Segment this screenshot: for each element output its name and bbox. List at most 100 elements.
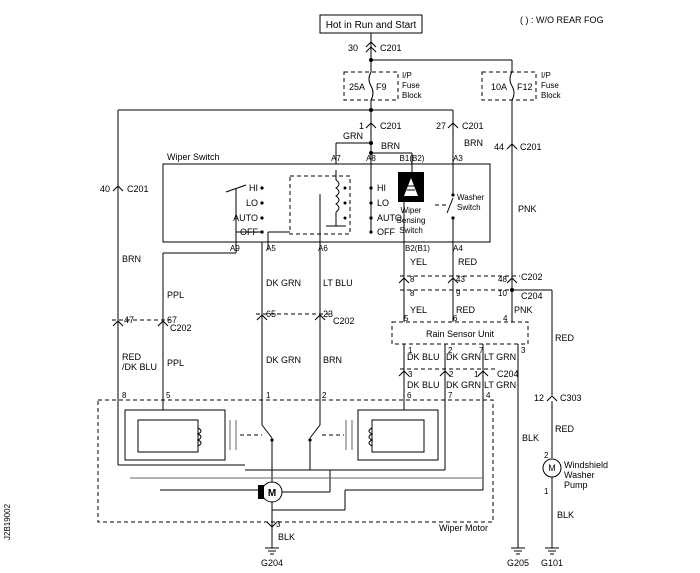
- svg-text:1: 1: [544, 487, 549, 496]
- svg-text:65: 65: [266, 309, 276, 319]
- svg-text:BLK: BLK: [522, 433, 539, 443]
- svg-text:44: 44: [494, 142, 504, 152]
- svg-text:A4: A4: [453, 244, 463, 253]
- svg-text:AUTO: AUTO: [233, 213, 258, 223]
- fuse-block-f12: [481, 71, 537, 101]
- svg-text:1: 1: [359, 121, 364, 131]
- svg-text:6: 6: [453, 314, 458, 323]
- svg-text:A8: A8: [366, 154, 376, 163]
- svg-text:RED: RED: [122, 352, 142, 362]
- svg-text:5: 5: [166, 391, 171, 400]
- svg-text:YEL: YEL: [410, 257, 427, 267]
- svg-text:2: 2: [449, 370, 454, 379]
- wire-brn-left: BRN: [122, 254, 141, 264]
- c201-30-name: C201: [380, 43, 402, 53]
- svg-text:I/P: I/P: [541, 71, 551, 80]
- svg-text:8: 8: [122, 391, 127, 400]
- svg-text:C204: C204: [521, 291, 543, 301]
- fuse-f12-name: F12: [517, 82, 533, 92]
- svg-text:OFF: OFF: [377, 227, 395, 237]
- c201-30-pin: 30: [348, 43, 358, 53]
- svg-text:HI: HI: [377, 183, 386, 193]
- wiper-switch-box: [162, 163, 491, 243]
- svg-text:3: 3: [521, 346, 526, 355]
- fuse-f9-icon: [368, 71, 374, 101]
- svg-text:BLK: BLK: [278, 532, 295, 542]
- wire-brn-a3: BRN: [464, 138, 483, 148]
- svg-text:PNK: PNK: [514, 305, 533, 315]
- svg-text:/DK BLU: /DK BLU: [122, 362, 157, 372]
- svg-text:DK GRN: DK GRN: [446, 352, 481, 362]
- svg-text:DK BLU: DK BLU: [407, 352, 440, 362]
- svg-text:C204: C204: [497, 369, 519, 379]
- svg-text:4: 4: [486, 391, 491, 400]
- svg-text:M: M: [548, 463, 556, 473]
- svg-text:RED: RED: [458, 257, 478, 267]
- wiper-motor-box: [97, 399, 494, 523]
- svg-text:2: 2: [448, 346, 453, 355]
- svg-text:A6: A6: [318, 244, 328, 253]
- svg-text:Block: Block: [541, 91, 562, 100]
- svg-text:LT GRN: LT GRN: [484, 352, 516, 362]
- svg-text:G101: G101: [541, 558, 563, 568]
- svg-text:Pump: Pump: [564, 480, 588, 490]
- svg-text:6: 6: [407, 391, 412, 400]
- svg-text:DK BLU: DK BLU: [407, 380, 440, 390]
- svg-text:48: 48: [498, 275, 507, 284]
- svg-text:2: 2: [544, 451, 549, 460]
- svg-text:LT GRN: LT GRN: [484, 380, 516, 390]
- svg-text:YEL: YEL: [410, 305, 427, 315]
- svg-text:DK GRN: DK GRN: [266, 355, 301, 365]
- svg-text:Fuse: Fuse: [402, 81, 420, 90]
- svg-text:10: 10: [498, 289, 507, 298]
- svg-text:1: 1: [408, 346, 413, 355]
- rain-sensor-title: Rain Sensor Unit: [426, 329, 495, 339]
- fuse-f12-icon: [509, 71, 515, 101]
- svg-text:Block: Block: [402, 91, 423, 100]
- svg-text:B1(B2): B1(B2): [400, 154, 425, 163]
- svg-text:LO: LO: [377, 198, 389, 208]
- svg-text:9: 9: [456, 289, 461, 298]
- wire-brn-top: BRN: [381, 141, 400, 151]
- svg-text:C201: C201: [520, 142, 542, 152]
- svg-text:5: 5: [404, 314, 409, 323]
- svg-text:M: M: [268, 488, 276, 499]
- svg-text:LT BLU: LT BLU: [323, 278, 353, 288]
- svg-text:G204: G204: [261, 558, 283, 568]
- svg-text:PPL: PPL: [167, 290, 184, 300]
- svg-text:I/P: I/P: [402, 71, 412, 80]
- svg-text:C202: C202: [333, 316, 355, 326]
- svg-text:A3: A3: [453, 154, 463, 163]
- svg-text:1: 1: [474, 370, 479, 379]
- svg-text:2: 2: [322, 391, 327, 400]
- svg-text:RED: RED: [555, 424, 575, 434]
- svg-text:A7: A7: [331, 154, 341, 163]
- svg-text:BRN: BRN: [323, 355, 342, 365]
- side-id: J2B19002: [3, 503, 12, 540]
- fuse-f12-amp: 10A: [491, 82, 507, 92]
- svg-text:Washer: Washer: [564, 470, 595, 480]
- svg-text:8: 8: [410, 289, 415, 298]
- svg-text:LO: LO: [246, 198, 258, 208]
- svg-text:7: 7: [448, 391, 453, 400]
- svg-text:RED: RED: [555, 333, 575, 343]
- svg-text:Fuse: Fuse: [541, 81, 559, 90]
- svg-text:C201: C201: [462, 121, 484, 131]
- svg-text:RED: RED: [456, 305, 476, 315]
- svg-text:AUTO: AUTO: [377, 213, 402, 223]
- svg-text:7: 7: [479, 346, 484, 355]
- wiper-switch-title: Wiper Switch: [167, 152, 220, 162]
- svg-text:A5: A5: [266, 244, 276, 253]
- svg-text:67: 67: [167, 315, 177, 325]
- rain-sensor-box: [391, 321, 529, 345]
- wiper-motor-title: Wiper Motor: [439, 523, 488, 533]
- svg-text:DK GRN: DK GRN: [266, 278, 301, 288]
- svg-text:BLK: BLK: [557, 510, 574, 520]
- svg-text:27: 27: [436, 121, 446, 131]
- svg-text:23: 23: [323, 309, 333, 319]
- wire-grn: GRN: [343, 131, 363, 141]
- fuse-f9-name: F9: [376, 82, 387, 92]
- svg-text:Switch: Switch: [457, 203, 481, 212]
